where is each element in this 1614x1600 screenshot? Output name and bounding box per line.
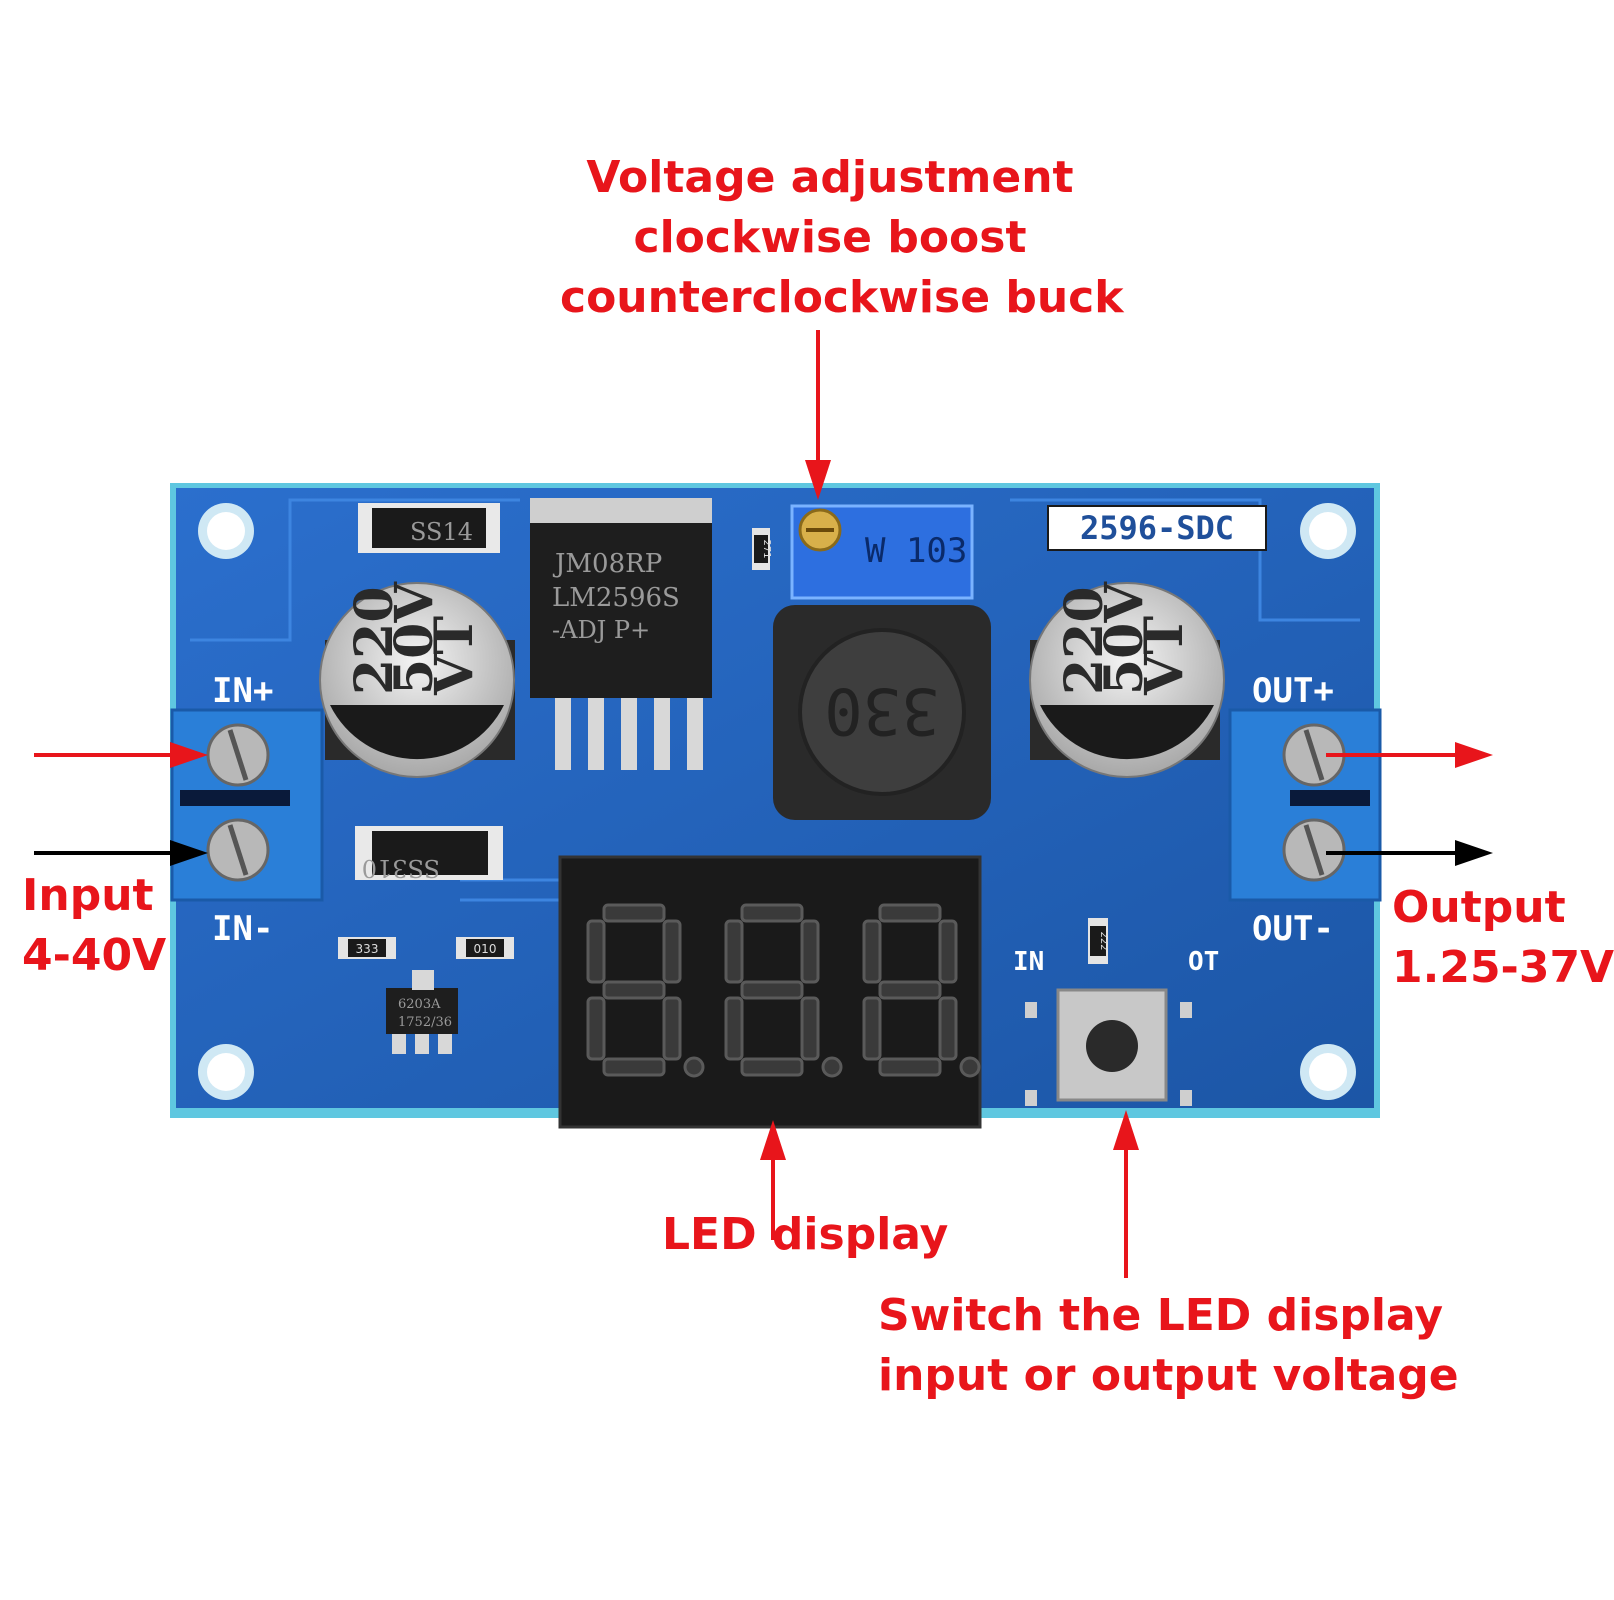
diode-ss310: SS310 bbox=[355, 826, 503, 882]
model-label: 2596-SDC bbox=[1047, 505, 1267, 551]
led-segment bbox=[724, 919, 744, 984]
cap-left-value: 220 bbox=[344, 586, 405, 695]
callout-output-range: 1.25-37V bbox=[1392, 942, 1614, 993]
input-terminal-block bbox=[170, 708, 324, 902]
mounting-hole bbox=[198, 1044, 254, 1100]
mounting-hole bbox=[1300, 503, 1356, 559]
callout-input-range: 4-40V bbox=[22, 930, 167, 981]
led-digit bbox=[724, 903, 843, 1078]
cap-right-value: 220 bbox=[1054, 586, 1115, 695]
callout-voltage-adjust-line-3: counterclockwise buck bbox=[560, 272, 1124, 323]
callout-switch: Switch the LED display input or output v… bbox=[878, 1286, 1459, 1406]
led-segment bbox=[602, 1057, 666, 1077]
led-segment bbox=[938, 919, 958, 984]
led-segment bbox=[878, 1057, 942, 1077]
cap-right-voltage: 50V bbox=[1094, 581, 1155, 695]
resistor-010: 010 bbox=[456, 937, 514, 959]
inductor-code: 330 bbox=[824, 673, 940, 747]
cap-left-series: VT bbox=[424, 616, 485, 696]
output-terminal-block bbox=[1228, 708, 1382, 902]
silk-out-plus: OUT+ bbox=[1252, 671, 1334, 711]
potentiometer-code: W 103 bbox=[865, 531, 967, 571]
resistor-222: 222 bbox=[1088, 918, 1109, 964]
screw-terminal bbox=[1282, 818, 1346, 882]
led-segment bbox=[586, 996, 606, 1061]
svg-text:271: 271 bbox=[761, 539, 772, 558]
capacitor-right: 220 50V VT bbox=[1029, 581, 1225, 778]
tactile-switch[interactable] bbox=[1025, 988, 1192, 1106]
callout-voltage-adjust-line-2: clockwise boost bbox=[633, 212, 1027, 263]
diode-ss14: SS14 bbox=[358, 503, 500, 553]
led-segment bbox=[878, 980, 942, 1000]
arrow-input-plus bbox=[34, 742, 208, 768]
led-segment bbox=[862, 919, 882, 984]
svg-text:SS310: SS310 bbox=[362, 854, 440, 882]
regulator-line-1: JM08RP bbox=[552, 549, 662, 579]
regulator-line-3: -ADJ P+ bbox=[552, 616, 650, 644]
led-segment bbox=[878, 903, 942, 923]
led-segment bbox=[740, 980, 804, 1000]
led-segment bbox=[662, 919, 682, 984]
arrow-output-minus bbox=[1326, 840, 1493, 866]
resistor-271: 271 bbox=[752, 528, 772, 570]
silk-in-minus: IN- bbox=[212, 909, 273, 949]
led-segment bbox=[740, 1057, 804, 1077]
arrow-output-plus bbox=[1326, 742, 1493, 768]
led-segment bbox=[724, 996, 744, 1061]
led-decimal-point bbox=[821, 1056, 843, 1078]
mounting-hole bbox=[1300, 1044, 1356, 1100]
cap-right-series: VT bbox=[1134, 616, 1195, 696]
callout-output: Output 1.25-37V bbox=[1392, 878, 1614, 998]
callout-switch-line-1: Switch the LED display bbox=[878, 1290, 1443, 1341]
ldo-regulator: 6203A 1752/36 bbox=[386, 970, 458, 1054]
arrow-input-minus bbox=[34, 840, 208, 866]
led-segment bbox=[862, 996, 882, 1061]
callout-led-display: LED display bbox=[662, 1209, 949, 1260]
silk-led-in: IN bbox=[1013, 947, 1044, 977]
regulator-line-2: LM2596S bbox=[552, 583, 680, 613]
silk-led-out: OT bbox=[1188, 947, 1219, 977]
svg-text:SS14: SS14 bbox=[410, 518, 473, 546]
resistor-333: 333 bbox=[338, 937, 396, 959]
svg-text:010: 010 bbox=[474, 942, 497, 956]
arrow-led-display bbox=[760, 1120, 786, 1240]
regulator-lm2596: JM08RP LM2596S -ADJ P+ bbox=[530, 498, 712, 770]
inductor: 330 bbox=[773, 605, 991, 820]
callout-voltage-adjust-line-1: Voltage adjustment bbox=[586, 152, 1074, 203]
capacitor-left: 220 50V VT bbox=[319, 581, 515, 778]
callout-input: Input 4-40V bbox=[22, 866, 166, 986]
callout-voltage-adjust: Voltage adjustment clockwise boost count… bbox=[560, 148, 1124, 328]
callout-switch-line-2: input or output voltage bbox=[878, 1350, 1459, 1401]
arrow-voltage-adjust bbox=[805, 330, 831, 500]
silk-in-plus: IN+ bbox=[212, 671, 273, 711]
led-segment bbox=[602, 980, 666, 1000]
led-digit bbox=[862, 903, 981, 1078]
led-segment bbox=[938, 996, 958, 1061]
svg-text:222: 222 bbox=[1098, 931, 1109, 950]
screw-terminal bbox=[206, 723, 270, 787]
screw-terminal bbox=[206, 818, 270, 882]
led-segment bbox=[800, 919, 820, 984]
ldo-line-2: 1752/36 bbox=[398, 1015, 452, 1030]
callout-output-title: Output bbox=[1392, 882, 1566, 933]
led-segment bbox=[740, 903, 804, 923]
led-7segment-display bbox=[558, 855, 982, 1129]
led-segment bbox=[586, 919, 606, 984]
svg-text:333: 333 bbox=[356, 942, 379, 956]
led-segment bbox=[662, 996, 682, 1061]
led-decimal-point bbox=[683, 1056, 705, 1078]
arrow-switch bbox=[1113, 1110, 1139, 1278]
led-segment bbox=[800, 996, 820, 1061]
cap-left-voltage: 50V bbox=[384, 581, 445, 695]
led-decimal-point bbox=[959, 1056, 981, 1078]
led-segment bbox=[602, 903, 666, 923]
callout-input-title: Input bbox=[22, 870, 154, 921]
mounting-hole bbox=[198, 503, 254, 559]
svg-text:2596-SDC: 2596-SDC bbox=[1080, 509, 1234, 547]
led-digit bbox=[586, 903, 705, 1078]
ldo-line-1: 6203A bbox=[398, 997, 441, 1012]
potentiometer: W 103 bbox=[790, 504, 974, 600]
silk-out-minus: OUT- bbox=[1252, 909, 1334, 949]
